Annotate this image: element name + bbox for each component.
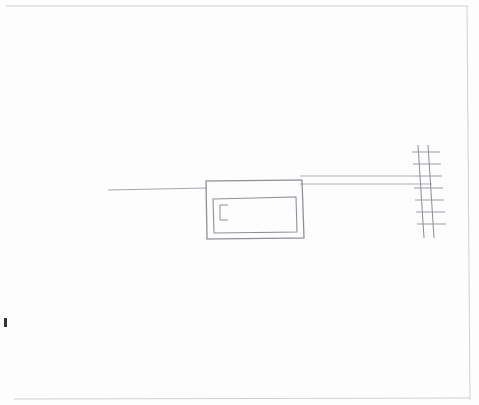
plot-inner-bracket [219,204,228,221]
left-boundary-line [107,187,208,191]
rail-sleepers [412,151,446,225]
sheet-right-edge [466,5,471,401]
plot-outer-boundary [205,179,305,240]
sheet-bottom-edge [13,397,471,400]
rail-line-left [417,144,425,239]
plot-inner-structure [212,196,298,234]
scan-margin-mark [4,318,7,327]
rail-line-right [427,144,435,239]
